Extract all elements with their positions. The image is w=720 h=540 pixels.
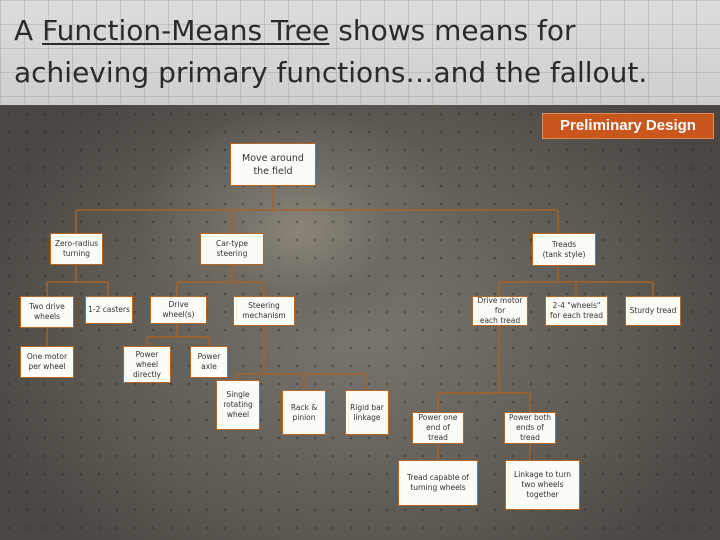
node-single-rotating-wheel: Single rotating wheel bbox=[216, 380, 260, 430]
connector bbox=[146, 324, 210, 346]
title-prefix: A bbox=[14, 14, 43, 47]
node-power-wheel-directly: Power wheel directly bbox=[123, 346, 171, 383]
node-one-motor-per-wheel: One motor per wheel bbox=[20, 346, 74, 378]
node-sturdy-tread: Sturdy tread bbox=[625, 296, 681, 326]
node-steering-mechanism: Steering mechanism bbox=[233, 296, 295, 326]
node-two-drive-wheels: Two drive wheels bbox=[20, 296, 74, 328]
blueprint-grid bbox=[0, 0, 720, 105]
node-casters: 1-2 casters bbox=[85, 296, 133, 324]
node-move-around-field: Move around the field bbox=[230, 143, 316, 186]
node-car-type-steering: Car-type steering bbox=[200, 233, 264, 265]
node-linkage-turn-two-wheels: Linkage to turn two wheels together bbox=[505, 460, 580, 510]
connector bbox=[176, 265, 265, 296]
node-zero-radius-turning: Zero-radius turning bbox=[50, 233, 103, 265]
node-drive-motor-each-tread: Drive motor for each tread bbox=[472, 296, 528, 326]
node-tread-capable-turning: Tread capable of turning wheels bbox=[398, 460, 478, 506]
title-banner: A Function-Means Tree shows means for ac… bbox=[0, 0, 720, 105]
title-suffix: shows means for achieving primary functi… bbox=[14, 14, 648, 89]
connector bbox=[437, 326, 531, 412]
title-link[interactable]: Function-Means Tree bbox=[42, 14, 330, 47]
node-power-axle: Power axle bbox=[190, 346, 228, 378]
node-treads: Treads (tank style) bbox=[532, 233, 596, 266]
connector bbox=[75, 186, 559, 233]
node-drive-wheels: Drive wheel(s) bbox=[150, 296, 207, 324]
node-power-both-ends: Power both ends of tread bbox=[504, 412, 556, 444]
connector bbox=[46, 265, 109, 296]
node-wheels-each-tread: 2-4 "wheels" for each tread bbox=[545, 296, 608, 326]
node-rack-pinion: Rack & pinion bbox=[282, 390, 326, 435]
node-rigid-bar-linkage: Rigid bar linkage bbox=[345, 390, 389, 435]
node-power-one-end: Power one end of tread bbox=[412, 412, 464, 444]
slide-title: A Function-Means Tree shows means for ac… bbox=[14, 10, 714, 94]
connector bbox=[236, 326, 368, 390]
connector bbox=[498, 266, 654, 296]
preliminary-design-badge: Preliminary Design bbox=[542, 113, 714, 139]
